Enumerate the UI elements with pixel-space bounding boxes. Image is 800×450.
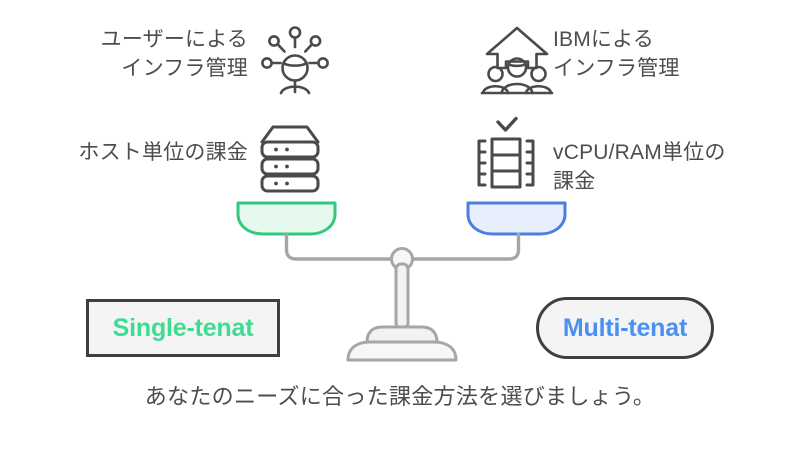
- scale-column: [394, 262, 410, 330]
- single-tenant-badge[interactable]: Single-tenat: [86, 299, 280, 357]
- server-stack-icon: [260, 125, 320, 193]
- multi-tenant-badge-label: Multi-tenat: [562, 313, 688, 342]
- scale-base-lower: [346, 340, 458, 362]
- left-scale-pan: [236, 201, 337, 236]
- left-billing-label: ホスト単位の課金: [78, 141, 248, 164]
- right-billing-label: vCPU/RAM単位の 課金: [553, 141, 726, 193]
- caption-text: あなたのニーズに合った課金方法を選びましょう。: [144, 384, 656, 409]
- multi-tenant-badge[interactable]: Multi-tenat: [536, 297, 714, 359]
- right-scale-pan: [466, 201, 567, 236]
- memory-module-icon: [477, 116, 535, 189]
- right-management-label: IBMによる インフラ管理: [553, 28, 680, 80]
- user-infrastructure-icon: [261, 26, 329, 95]
- ibm-managed-infrastructure-icon: [480, 26, 554, 95]
- left-management-label: ユーザーによる インフラ管理: [100, 28, 248, 80]
- balance-scale: [236, 201, 567, 362]
- single-tenant-badge-label: Single-tenat: [112, 313, 254, 342]
- scale-base-upper: [365, 325, 439, 344]
